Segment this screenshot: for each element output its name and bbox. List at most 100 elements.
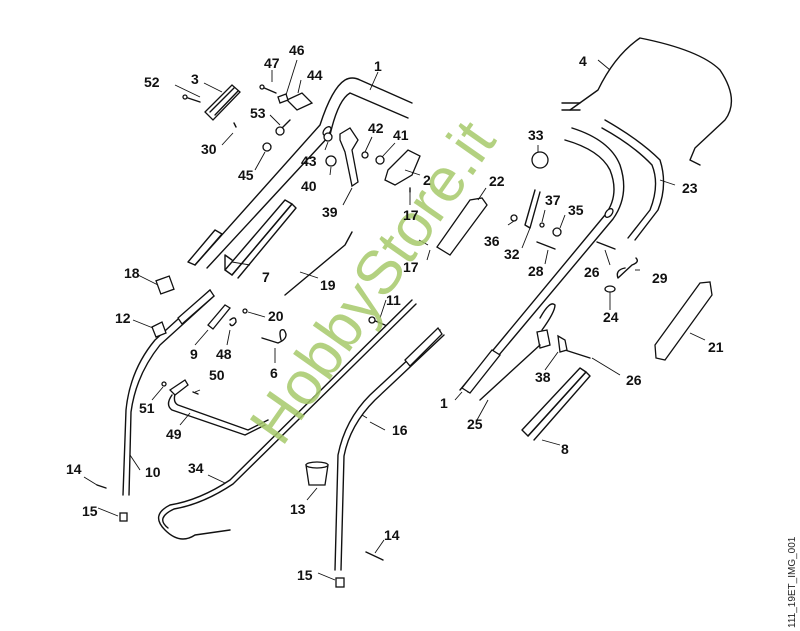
callout-6: 6 xyxy=(270,365,278,381)
callout-16: 16 xyxy=(392,422,408,438)
cover-21 xyxy=(654,281,713,361)
callout-18: 18 xyxy=(124,265,140,281)
callout-44: 44 xyxy=(307,67,323,83)
callout-36: 36 xyxy=(484,233,500,249)
callout-4: 4 xyxy=(579,53,587,69)
rail-7 xyxy=(224,199,297,279)
callout-25: 25 xyxy=(467,416,483,432)
washer-36 xyxy=(510,214,518,222)
callout-11: 11 xyxy=(386,292,401,308)
nut-41 xyxy=(375,155,385,165)
pin-6 xyxy=(261,329,287,344)
callout-39: 39 xyxy=(322,204,338,220)
cover-22 xyxy=(436,197,488,256)
callout-17: 17 xyxy=(403,259,419,275)
spring-38 xyxy=(539,303,556,331)
callout-7: 7 xyxy=(262,269,270,285)
lever-39 xyxy=(339,127,359,188)
lower-handle-left-10 xyxy=(122,289,215,496)
washer-42 xyxy=(361,151,369,159)
callout-19: 19 xyxy=(320,277,336,293)
callout-32: 32 xyxy=(504,246,520,262)
callout-46: 46 xyxy=(289,42,305,58)
bracket-38b xyxy=(557,334,568,353)
cover-2 xyxy=(384,149,421,186)
lower-handle-right-16 xyxy=(334,326,445,571)
callout-2: 2 xyxy=(423,172,431,188)
clamp-3 xyxy=(204,84,241,121)
callout-35: 35 xyxy=(568,202,584,218)
callout-12: 12 xyxy=(115,310,131,326)
callout-22: 22 xyxy=(489,173,505,189)
callout-33: 33 xyxy=(528,127,544,143)
clip-46 xyxy=(277,93,289,104)
callout-48: 48 xyxy=(216,346,232,362)
image-id: 111_19ET_IMG_001 xyxy=(787,536,798,628)
screw-30 xyxy=(233,122,237,128)
cap-15a xyxy=(119,512,128,522)
nut-35 xyxy=(552,227,562,237)
nut-43 xyxy=(323,132,333,142)
bail-4 xyxy=(569,37,733,166)
nut-40 xyxy=(325,155,337,167)
bracket-38a xyxy=(536,329,551,349)
callout-37: 37 xyxy=(545,192,561,208)
cap-15b xyxy=(335,577,345,588)
upper-handle-right xyxy=(459,127,625,394)
nut-51 xyxy=(161,381,167,387)
callout-1: 1 xyxy=(374,58,382,74)
callout-8: 8 xyxy=(561,441,569,457)
watermark: HobbyStore.it xyxy=(237,109,509,456)
knob-33 xyxy=(531,151,549,169)
callout-42: 42 xyxy=(368,120,384,136)
callout-1: 1 xyxy=(440,395,448,411)
callout-53: 53 xyxy=(250,105,266,121)
part-48 xyxy=(229,317,237,327)
clip-29 xyxy=(616,257,639,279)
lever-32 xyxy=(524,189,541,229)
callout-21: 21 xyxy=(708,339,724,355)
bar-23 xyxy=(604,119,665,241)
screw-14a xyxy=(96,484,107,489)
callout-10: 10 xyxy=(145,464,161,480)
callout-14: 14 xyxy=(384,527,400,543)
callout-26: 26 xyxy=(584,264,600,280)
rail-8 xyxy=(521,367,587,437)
callout-15: 15 xyxy=(297,567,313,583)
callout-9: 9 xyxy=(190,346,198,362)
callout-41: 41 xyxy=(393,127,409,143)
callout-26: 26 xyxy=(626,372,642,388)
part-18 xyxy=(155,275,175,295)
callout-40: 40 xyxy=(301,178,317,194)
callout-34: 34 xyxy=(188,460,204,476)
nut-45 xyxy=(262,142,272,152)
cable-34 xyxy=(157,299,413,540)
callout-52: 52 xyxy=(144,74,160,90)
callout-23: 23 xyxy=(682,180,698,196)
callout-28: 28 xyxy=(528,263,544,279)
bracket-49 xyxy=(167,394,266,436)
bracket-44 xyxy=(285,92,314,111)
plate-9 xyxy=(207,304,231,330)
cable-19 xyxy=(284,231,353,296)
part-12 xyxy=(151,321,167,338)
callout-51: 51 xyxy=(139,400,155,416)
screw-52-head xyxy=(182,94,188,100)
screw-26b xyxy=(564,349,591,359)
callout-20: 20 xyxy=(268,308,284,324)
callout-24: 24 xyxy=(603,309,619,325)
pin-28 xyxy=(536,241,556,250)
screw-26a xyxy=(596,241,616,250)
screw-50 xyxy=(192,391,199,395)
leader-lines xyxy=(83,59,706,581)
callout-43: 43 xyxy=(301,153,317,169)
callout-17: 17 xyxy=(403,207,419,223)
part-20 xyxy=(242,308,248,314)
callout-47: 47 xyxy=(264,55,280,71)
callout-14: 14 xyxy=(66,461,82,477)
callout-45: 45 xyxy=(238,167,254,183)
callout-50: 50 xyxy=(209,367,225,383)
callout-labels: 1 1 2 3 4 6 7 8 9 10 11 12 13 14 14 15 1… xyxy=(66,42,724,583)
washer-24 xyxy=(604,285,616,293)
